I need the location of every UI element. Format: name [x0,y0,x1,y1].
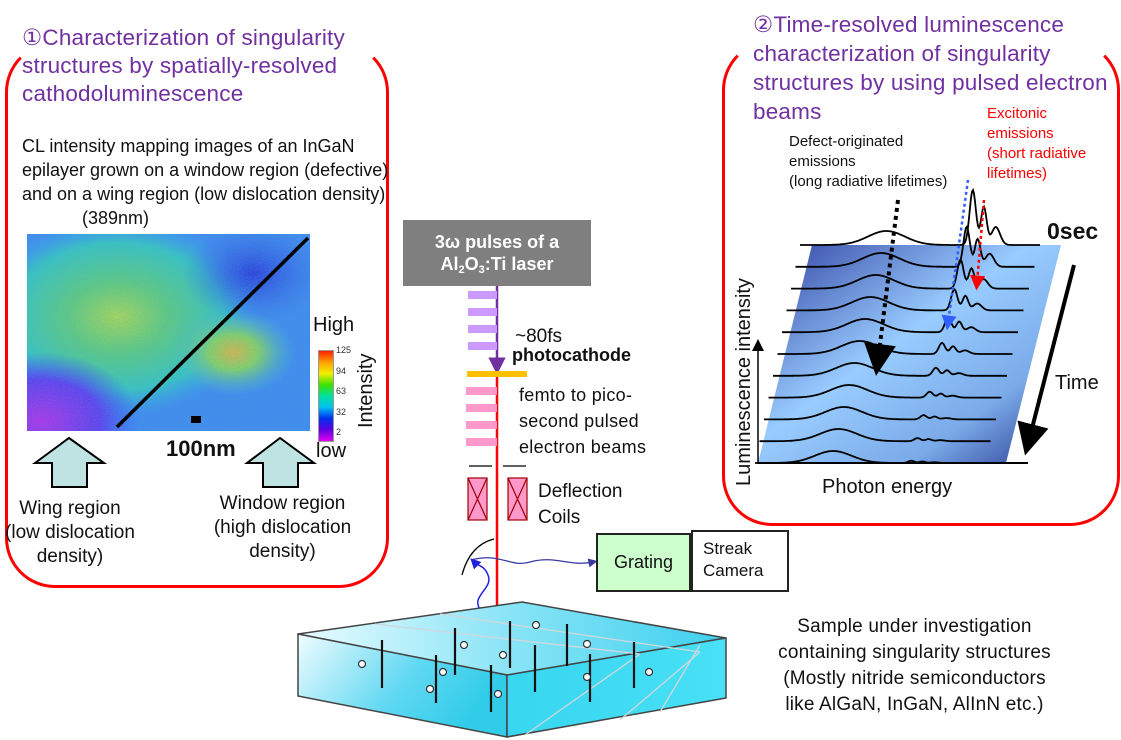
defect-trend-arrow [864,199,900,376]
electron-beams-line: electron beams [519,437,647,457]
spectrum-curve [800,187,1040,246]
wing-region-label: Wing region (low dislocation density) [5,497,135,569]
streak-camera-box: Streak Camera [691,530,789,592]
time-label: Time [1055,372,1099,394]
window-region-line: Window region [219,493,346,514]
defect-label-line: (long radiative lifetimes) [789,173,948,190]
zero-time-label: 0sec [1047,218,1099,244]
scale-bar-label: 100nm [166,436,236,461]
deflection-coil-left [467,477,488,521]
electron-beams-label: femto to pico- second pulsed electron be… [519,382,646,460]
wing-region-line: Wing region [19,498,121,519]
colorbar-tick: 63 [336,386,347,396]
window-region-line: (high dislocation [213,517,352,538]
wing-region-line: density) [36,546,104,567]
spectrum-curve [795,225,1035,268]
spectrum-curve [782,315,1018,334]
sample-line: containing singularity structures [778,642,1051,663]
spectrum-curve [759,428,991,443]
excitonic-emissions-label: Excitonic emissions (short radiative lif… [987,104,1086,184]
point-defects [357,620,654,699]
deflection-label-line: Coils [538,507,581,528]
spectrum-curve [768,384,1002,399]
luminescence-emission [470,558,490,601]
pulse-width-label: ~80fs [515,326,563,347]
section2-title: ②Time-resolved luminescence characteriza… [753,12,1108,124]
spectrum-curve [786,288,1024,312]
electron-beams-line: second pulsed [519,411,639,431]
sample-line: like AlGaN, InGaN, AlInN etc.) [785,694,1044,715]
streak-label-line: Camera [703,561,764,580]
collection-mirror [461,538,495,576]
laser-formula-sub: 3 [478,264,485,276]
colorbar-low-label: low [316,440,347,462]
colorbar-tick: 94 [336,365,347,376]
colorbar-tick: 125 [336,345,352,355]
luminescence-path [470,557,598,568]
laser-formula-part: O [464,254,479,274]
wavelength-label: (389nm) [82,208,150,228]
photocathode-label: photocathode [512,345,631,365]
laser-label-line1: 3ω pulses of a [434,232,560,252]
colorbar-high-label: High [313,314,355,336]
deflection-label-line: Deflection [538,481,623,502]
laser-formula-part: Al [440,254,459,274]
dislocation-lines [380,621,636,712]
section1-title: ①Characterization of singularity structu… [22,25,345,106]
laser-formula-sub: 2 [458,264,465,276]
defect-emissions-label: Defect-originated emissions (long radiat… [789,132,947,192]
section1-frame [5,42,389,588]
laser-label-line2: Al2O3:Ti laser [403,253,591,281]
colorbar-tick: 2 [336,427,342,437]
defect-label-line: Defect-originated [789,133,904,150]
deflection-coil-right [507,477,528,521]
cl-description: CL intensity mapping images of an InGaN … [22,134,402,230]
cl-description-text: CL intensity mapping images of an InGaN … [22,136,389,204]
excitonic-trend-arrow [970,199,986,291]
colorbar-tick: 32 [336,406,347,417]
grating-box: Grating [596,533,691,592]
time-arrow [1017,264,1076,456]
sample-line: (Mostly nitride semiconductors [783,668,1046,689]
excitonic-label-line: emissions [987,125,1054,142]
excitonic-label-line: (short radiative [987,145,1087,162]
spectrum-curve [791,258,1029,290]
window-region-label: Window region (high dislocation density) [190,492,375,564]
photocathode-plate [467,371,527,377]
sample-line: Sample under investigation [797,616,1032,637]
electron-pulses [466,387,497,446]
colorbar-ticks: 125 94 63 32 2 [336,346,351,437]
excitonic-label-line: lifetimes) [987,165,1048,182]
laser-source-box: 3ω pulses of a Al2O3:Ti laser [403,220,591,286]
cl-intensity-map [27,234,310,431]
laser-formula-part: :Ti laser [484,254,554,274]
laser-pulses [468,291,497,350]
excitonic-trend-arrow-blue [941,179,970,331]
spectrum-curve [764,406,996,421]
wing-region-line: (low dislocation [5,522,135,543]
sample-description: Sample under investigation containing si… [742,614,1087,718]
defect-label-line: emissions [789,153,856,170]
x-axis-label: Photon energy [822,476,953,498]
colorbar [318,350,334,442]
section2-frame [722,40,1120,526]
window-region-line: density) [249,541,316,562]
streak-label-line: Streak [703,539,753,558]
sample-grain-boundaries [374,613,701,736]
deflection-coils-label: Deflection Coils [538,479,623,531]
electron-beams-line: femto to pico- [519,385,633,405]
sample-right-face [506,637,727,738]
excitonic-label-line: Excitonic [987,105,1048,122]
